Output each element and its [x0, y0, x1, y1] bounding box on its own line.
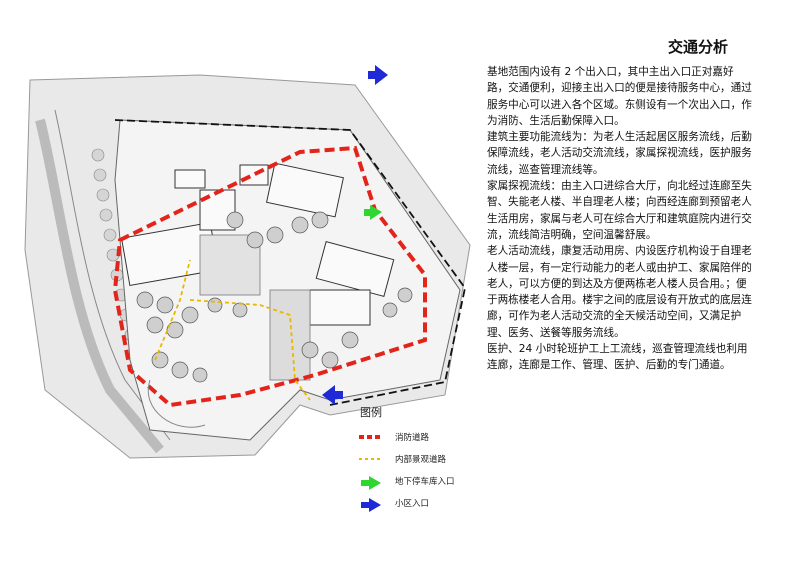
legend-item: 小区入口 — [355, 496, 495, 512]
paragraph: 家属探视流线：由主入口进综合大厅，向北经过连廊至失智、失能老人楼、半自理老人楼；… — [487, 180, 752, 241]
green-arrow-icon — [364, 205, 382, 220]
yellow-dashed-line-icon — [359, 458, 383, 460]
tree-clusters — [136, 211, 413, 383]
legend-item: 地下停车库入口 — [355, 474, 495, 490]
blue-arrow-icon — [322, 385, 343, 405]
paragraph: 老人活动流线，康复活动用房、内设医疗机构设于自理老人楼一层，有一定行动能力的老人… — [487, 245, 752, 339]
red-dashed-line-icon — [359, 435, 383, 439]
road-curve — [35, 118, 164, 454]
blue-arrow-icon — [361, 498, 381, 512]
legend-item: 消防道路 — [355, 430, 495, 446]
paragraph: 建筑主要功能流线为：为老人生活起居区服务流线，后勤保障流线，老人活动交流流线，家… — [487, 131, 752, 176]
paragraph: 基地范围内设有 2 个出入口，其中主出入口正对嘉好路，交通便利，迎接主出入口的便… — [487, 66, 752, 127]
buildings — [120, 162, 395, 326]
site-plan-drawing — [24, 65, 471, 459]
description-text: 基地范围内设有 2 个出入口，其中主出入口正对嘉好路，交通便利，迎接主出入口的便… — [487, 64, 752, 374]
site-boundary — [114, 119, 466, 406]
road-edge — [54, 109, 171, 441]
legend-label: 小区入口 — [395, 499, 430, 509]
legend-label: 内部景观道路 — [395, 455, 447, 465]
page-title: 交通分析 — [668, 38, 729, 56]
fire-road-route — [112, 145, 427, 408]
legend-label: 地下停车库入口 — [395, 477, 455, 487]
legend-title: 图例 — [360, 406, 382, 419]
landscape-loop — [147, 379, 206, 428]
paragraph: 医护、24 小时轮班护工上工流线，巡查管理流线也利用连廊，连廊是工作、管理、医护… — [487, 343, 748, 372]
legend-item: 内部景观道路 — [355, 452, 495, 468]
legend-label: 消防道路 — [395, 433, 430, 443]
landscape-path — [154, 259, 311, 401]
green-arrow-icon — [361, 476, 381, 490]
plaza — [269, 289, 311, 381]
blue-arrow-icon — [368, 65, 388, 85]
